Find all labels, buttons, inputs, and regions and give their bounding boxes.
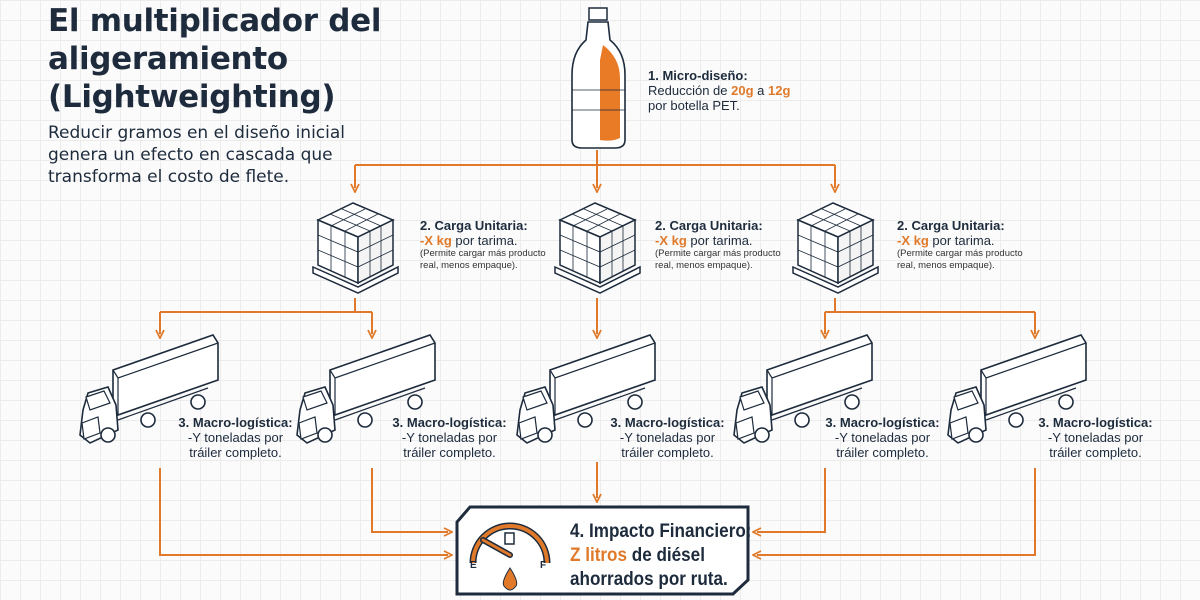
step2-heading: 2. Carga Unitaria: bbox=[897, 218, 1005, 233]
step4-label: 4. Impacto Financiero: Z litros de diése… bbox=[570, 520, 751, 592]
step3-text: -Y toneladas por bbox=[401, 430, 498, 445]
step2-value: -X kg bbox=[420, 233, 452, 248]
step1-text: por botella PET. bbox=[648, 98, 740, 113]
step1-label: 1. Micro-diseño: Reducción de 20g a 12g … bbox=[648, 68, 808, 113]
step4-value: Z litros bbox=[570, 545, 628, 566]
step2-note: (Permite cargar más producto real, menos… bbox=[655, 248, 781, 271]
gauge-full-label: F bbox=[540, 560, 547, 571]
step3-heading: 3. Macro-logística: bbox=[610, 415, 725, 430]
step2-value: -X kg bbox=[897, 233, 929, 248]
connector-arrows bbox=[160, 150, 1035, 555]
step4-text: de diésel bbox=[627, 545, 705, 566]
step3-text: tráiler completo. bbox=[1049, 445, 1142, 460]
step1-from: 20g bbox=[731, 83, 754, 98]
step1-text: Reducción de bbox=[648, 83, 732, 98]
step3-text: tráiler completo. bbox=[836, 445, 929, 460]
step2-heading: 2. Carga Unitaria: bbox=[420, 218, 528, 233]
pallet-icon bbox=[312, 202, 399, 294]
step4-heading: 4. Impacto Financiero: bbox=[570, 521, 752, 542]
step2-heading: 2. Carga Unitaria: bbox=[655, 218, 763, 233]
step3-label: 3. Macro-logística: -Y toneladas por trá… bbox=[825, 415, 940, 460]
pallet-icon bbox=[792, 202, 879, 294]
step3-heading: 3. Macro-logística: bbox=[178, 415, 293, 430]
step2-label: 2. Carga Unitaria: -X kg por tarima. (Pe… bbox=[420, 218, 560, 272]
fuel-drop-icon bbox=[502, 567, 518, 591]
step1-text: a bbox=[753, 83, 768, 98]
step3-label: 3. Macro-logística: -Y toneladas por trá… bbox=[610, 415, 725, 460]
page-subtitle: Reducir gramos en el diseño inicial gene… bbox=[48, 123, 346, 187]
step3-heading: 3. Macro-logística: bbox=[392, 415, 507, 430]
step2-label: 2. Carga Unitaria: -X kg por tarima. (Pe… bbox=[897, 218, 1037, 272]
page-title: El multiplicador del aligeramiento (Ligh… bbox=[48, 3, 382, 115]
step3-text: tráiler completo. bbox=[621, 445, 714, 460]
step2-label: 2. Carga Unitaria: -X kg por tarima. (Pe… bbox=[655, 218, 795, 272]
bottle-icon bbox=[571, 7, 626, 149]
step3-text: -Y toneladas por bbox=[619, 430, 716, 445]
step3-heading: 3. Macro-logística: bbox=[1038, 415, 1153, 430]
step3-label: 3. Macro-logística: -Y toneladas por trá… bbox=[178, 415, 293, 460]
fuel-gauge-icon bbox=[469, 522, 551, 564]
step2-text: por tarima. bbox=[451, 233, 518, 248]
step2-text: por tarima. bbox=[686, 233, 753, 248]
step2-note: (Permite cargar más producto real, menos… bbox=[897, 248, 1023, 271]
step3-heading: 3. Macro-logística: bbox=[825, 415, 940, 430]
step4-text: ahorrados por ruta. bbox=[570, 569, 728, 590]
step3-label: 3. Macro-logística: -Y toneladas por trá… bbox=[392, 415, 507, 460]
step1-heading: 1. Micro-diseño: bbox=[648, 68, 748, 83]
step3-label: 3. Macro-logística: -Y toneladas por trá… bbox=[1038, 415, 1153, 460]
step3-text: -Y toneladas por bbox=[187, 430, 284, 445]
step1-to: 12g bbox=[768, 83, 791, 98]
step2-value: -X kg bbox=[655, 233, 687, 248]
step3-text: tráiler completo. bbox=[189, 445, 282, 460]
step3-text: -Y toneladas por bbox=[1047, 430, 1144, 445]
step2-note: (Permite cargar más producto real, menos… bbox=[420, 248, 546, 271]
step2-text: por tarima. bbox=[928, 233, 995, 248]
step3-text: tráiler completo. bbox=[403, 445, 496, 460]
gauge-empty-label: E bbox=[470, 560, 477, 571]
pallet-icon bbox=[554, 202, 641, 294]
step3-text: -Y toneladas por bbox=[834, 430, 931, 445]
